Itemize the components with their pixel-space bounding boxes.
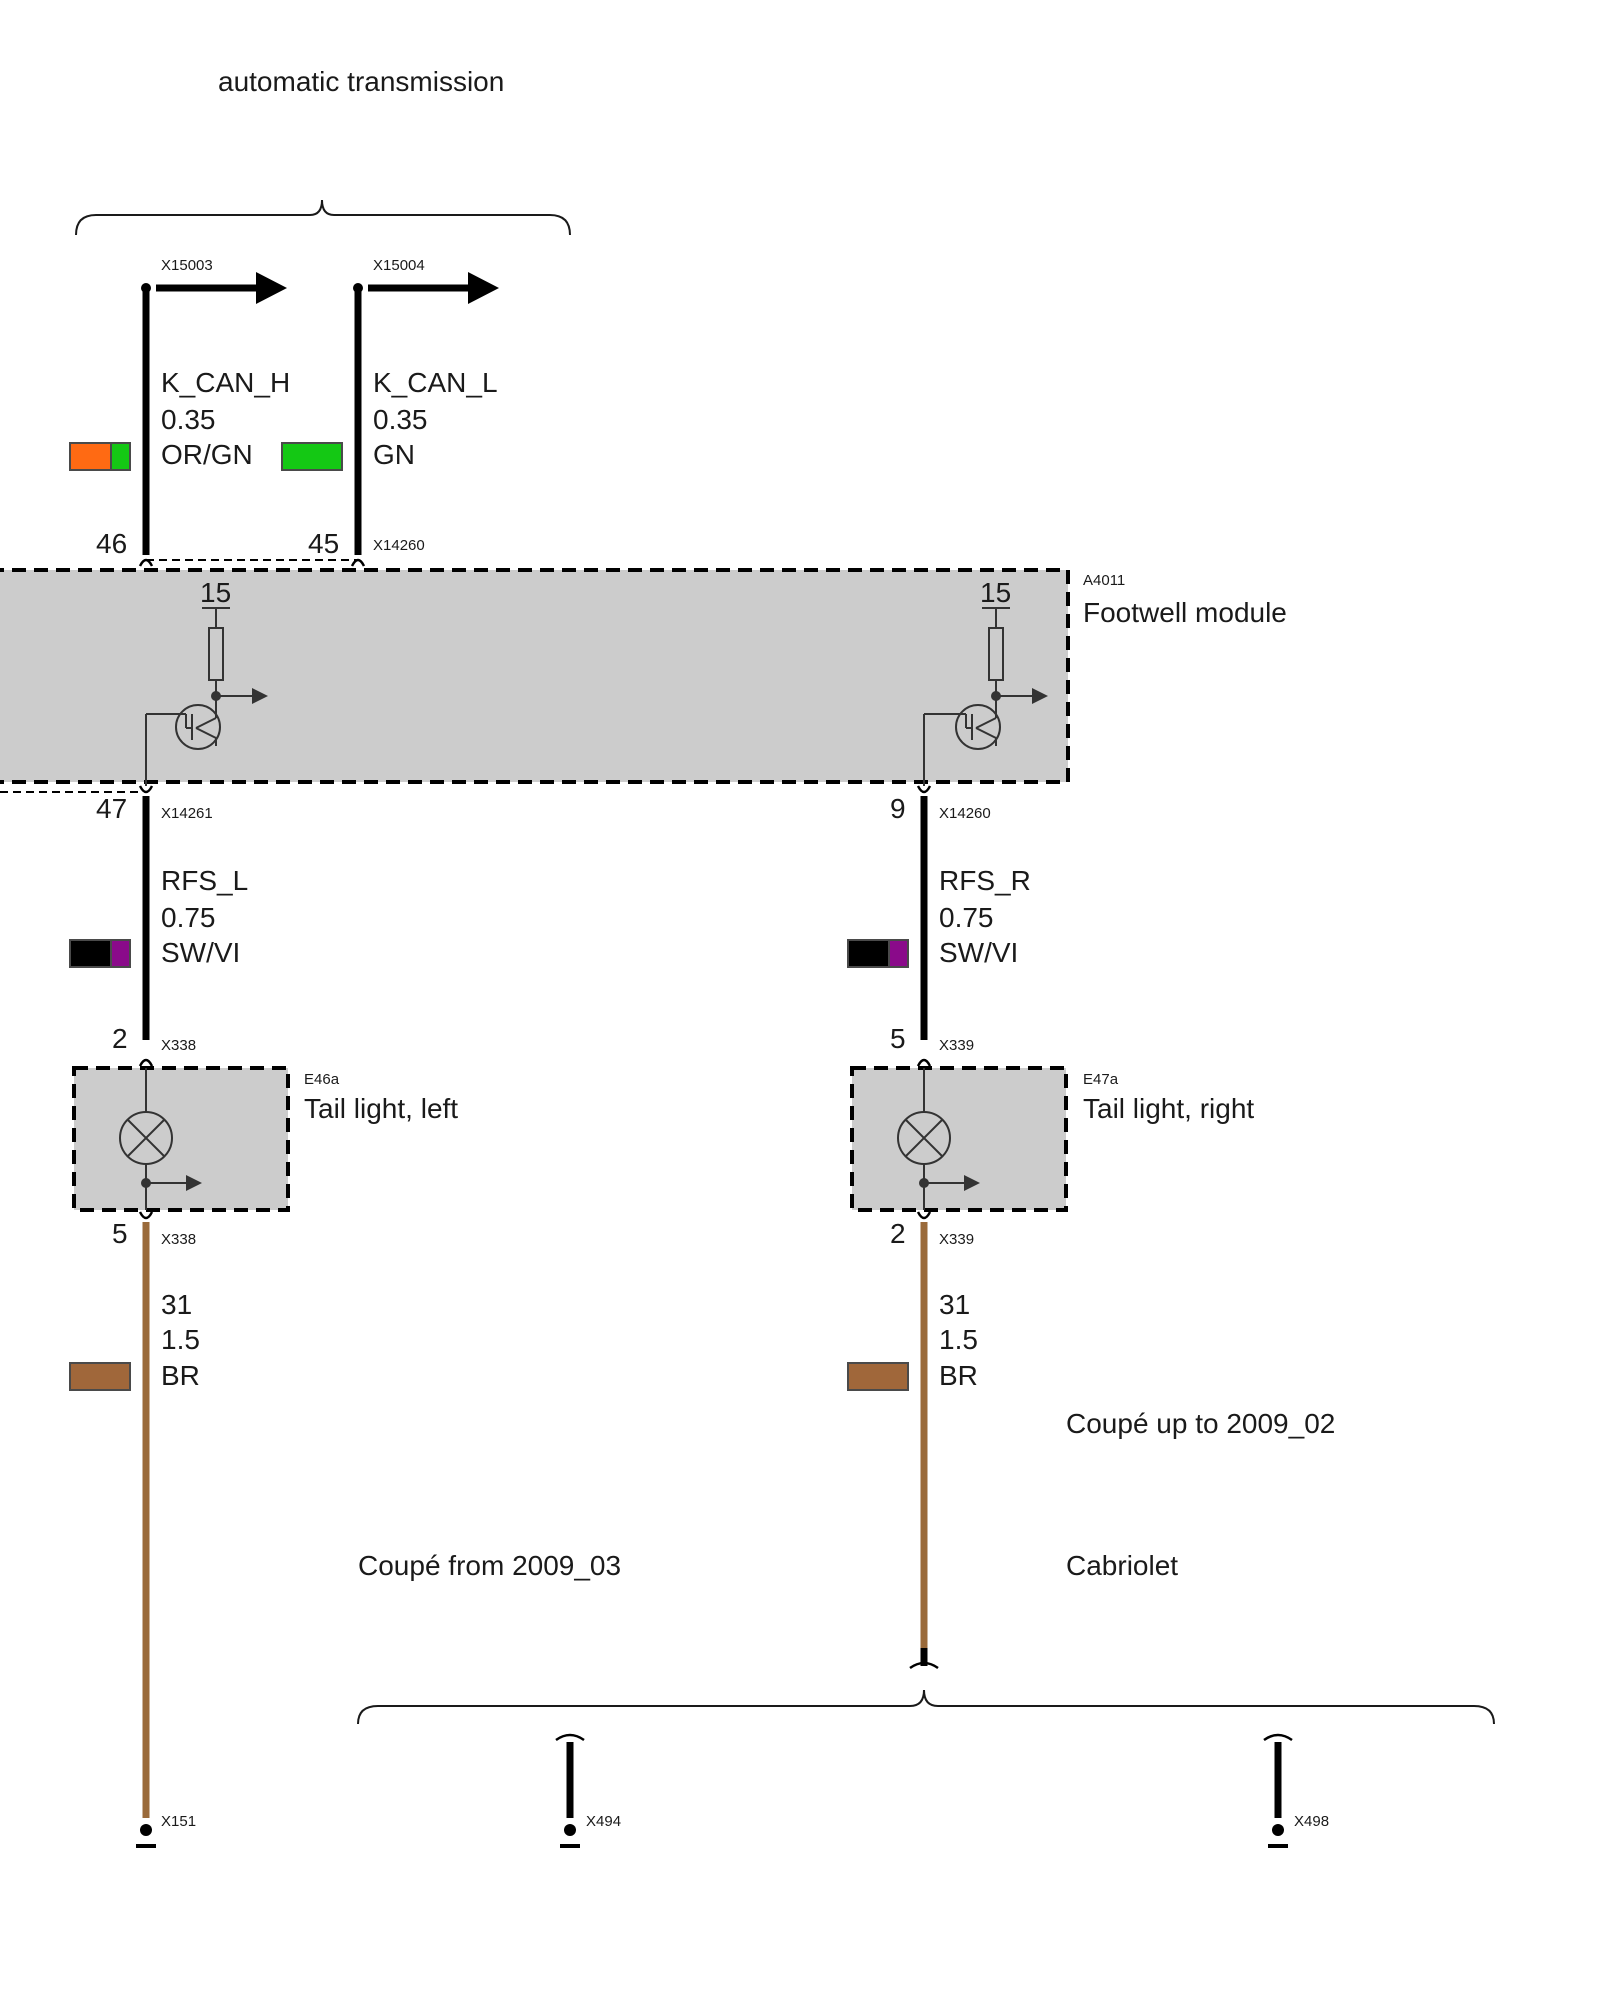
module-circuit-left <box>145 607 252 786</box>
signal-arrow-icon <box>256 272 287 304</box>
pin-45: 45 <box>308 528 339 559</box>
wire-name-k-can-l: K_CAN_L <box>373 367 498 398</box>
pin-47: 47 <box>96 793 127 824</box>
wire-k-can-l <box>350 272 499 567</box>
signal-arrow-icon <box>252 688 268 704</box>
lamp-cross-icon <box>897 1068 964 1210</box>
signal-arrow-icon <box>468 272 499 304</box>
pin-9: 9 <box>890 793 906 824</box>
ground-x498: X498 <box>1294 1813 1329 1830</box>
lamp-cross-icon <box>119 1068 186 1210</box>
color-swatch-br-left <box>69 1362 131 1391</box>
color-swatch-sw-vi-left <box>69 939 131 968</box>
wire-rfs-l <box>138 785 154 1067</box>
term-15-left: 15 <box>200 577 231 608</box>
wire-size-1-5-right: 1.5 <box>939 1324 978 1355</box>
wire-name-k-can-h: K_CAN_H <box>161 367 290 398</box>
ground-wire-x494 <box>555 1733 585 1818</box>
wire-name-31-left: 31 <box>161 1289 192 1320</box>
wire-size-rfs-l: 0.75 <box>161 902 216 933</box>
ground-wire-x498 <box>1263 1733 1293 1818</box>
ground-icon <box>1268 1824 1288 1848</box>
connector-x339-bottom: X339 <box>939 1231 974 1248</box>
wire-rfs-r <box>916 785 932 1067</box>
label-coupe-from-2009-03: Coupé from 2009_03 <box>358 1550 621 1581</box>
resistor-icon <box>988 627 1004 681</box>
color-swatch-or-gn <box>69 442 131 471</box>
wire-color-rfs-l: SW/VI <box>161 937 240 968</box>
wire-name-rfs-l: RFS_L <box>161 865 248 896</box>
wire-ground-right <box>909 1211 939 1670</box>
connector-x14260-top: X14260 <box>373 537 425 554</box>
wire-color-k-can-l: GN <box>373 439 415 470</box>
wire-size-1-5-left: 1.5 <box>161 1324 200 1355</box>
module-circuit-right <box>923 607 1032 786</box>
connector-x14260: X14260 <box>939 805 991 822</box>
wire-k-can-h <box>138 272 287 567</box>
pin-2-right: 2 <box>890 1218 906 1249</box>
ground-icon <box>136 1824 156 1848</box>
ground-icon <box>560 1824 580 1848</box>
wire-color-br-left: BR <box>161 1360 200 1391</box>
signal-arrow-icon <box>1032 688 1048 704</box>
label-coupe-up-to-2009-02: Coupé up to 2009_02 <box>1066 1408 1335 1439</box>
connector-x339-top: X339 <box>939 1037 974 1054</box>
wire-name-31-right: 31 <box>939 1289 970 1320</box>
connector-x15004: X15004 <box>373 257 425 274</box>
connector-x15003: X15003 <box>161 257 213 274</box>
wire-name-rfs-r: RFS_R <box>939 865 1031 896</box>
label-cabriolet: Cabriolet <box>1066 1550 1178 1581</box>
tail-light-left-box <box>72 1066 290 1212</box>
wire-size-k-can-h: 0.35 <box>161 404 216 435</box>
signal-arrow-icon <box>186 1175 202 1191</box>
signal-arrow-icon <box>964 1175 980 1191</box>
term-15-right: 15 <box>980 577 1011 608</box>
wire-size-rfs-r: 0.75 <box>939 902 994 933</box>
color-swatch-br-right <box>847 1362 909 1391</box>
connector-x338-bottom: X338 <box>161 1231 196 1248</box>
footwell-module-box <box>0 568 1070 784</box>
color-swatch-sw-vi-right <box>847 939 909 968</box>
group-label-automatic-transmission: automatic transmission <box>218 66 504 97</box>
group-brace-bottom <box>357 1689 1495 1725</box>
tail-light-left-name: Tail light, left <box>304 1093 458 1124</box>
pin-5-right: 5 <box>890 1023 906 1054</box>
wire-size-k-can-l: 0.35 <box>373 404 428 435</box>
ground-x151: X151 <box>161 1813 196 1830</box>
pin-2-left: 2 <box>112 1023 128 1054</box>
module-name: Footwell module <box>1083 597 1287 628</box>
wire-ground-left <box>138 1211 154 1818</box>
tail-light-left-id: E46a <box>304 1071 340 1088</box>
pin-46: 46 <box>96 528 127 559</box>
color-swatch-gn <box>281 442 343 471</box>
wire-color-br-right: BR <box>939 1360 978 1391</box>
wire-color-rfs-r: SW/VI <box>939 937 1018 968</box>
tail-light-right-id: E47a <box>1083 1071 1119 1088</box>
connector-x338-top: X338 <box>161 1037 196 1054</box>
tail-light-right-name: Tail light, right <box>1083 1093 1254 1124</box>
connector-x14261: X14261 <box>161 805 213 822</box>
resistor-icon <box>208 627 224 681</box>
pin-5-left: 5 <box>112 1218 128 1249</box>
wire-color-k-can-h: OR/GN <box>161 439 253 470</box>
module-id: A4011 <box>1083 572 1125 589</box>
group-brace-top <box>75 199 571 236</box>
ground-x494: X494 <box>586 1813 621 1830</box>
tail-light-right-box <box>850 1066 1068 1212</box>
